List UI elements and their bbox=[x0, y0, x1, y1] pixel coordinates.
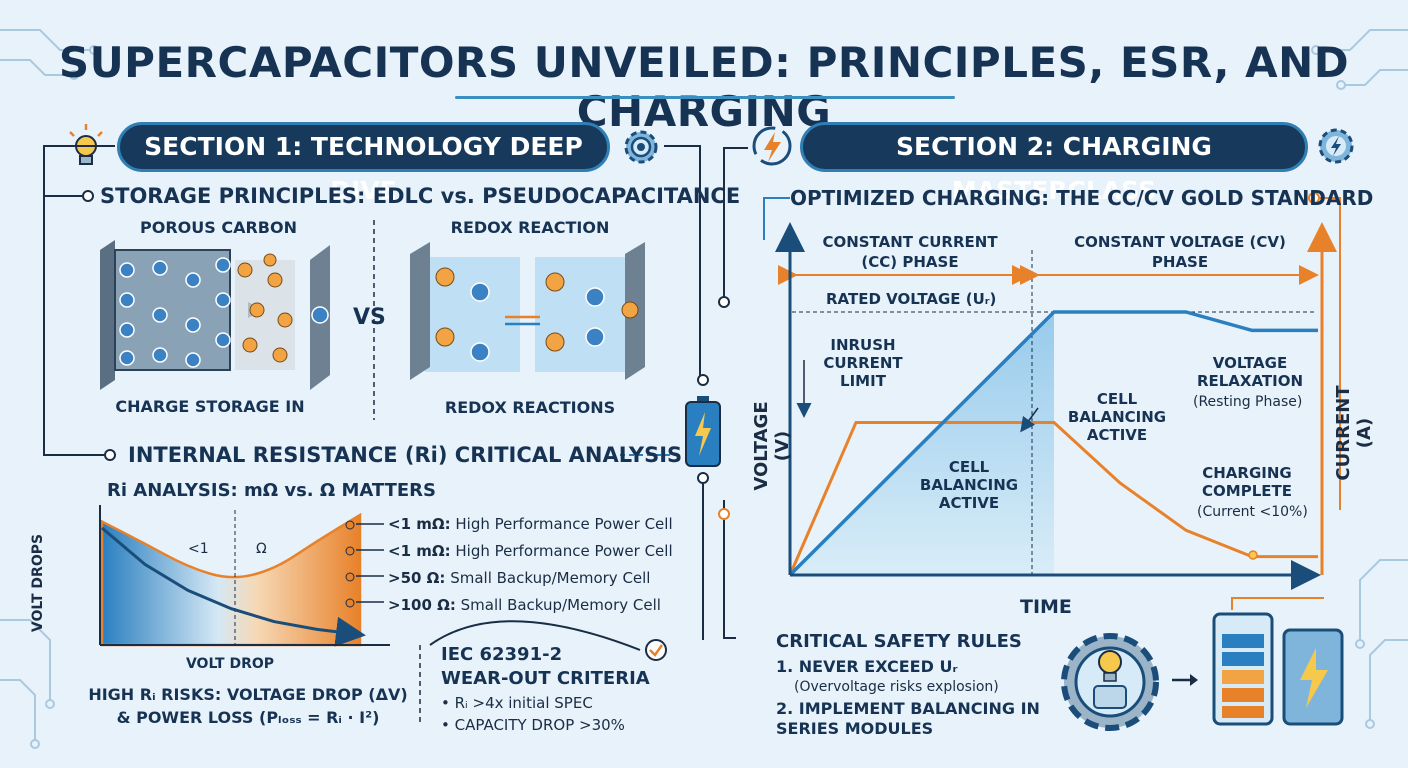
time-axis-label: TIME bbox=[1020, 596, 1072, 618]
chart-ohm-label: Ω bbox=[256, 541, 267, 557]
current-line bbox=[788, 420, 1318, 576]
section2-connectors bbox=[718, 147, 1341, 639]
section2-pill: SECTION 2: CHARGING MASTERCLASS bbox=[800, 122, 1308, 205]
page-title: SUPERCAPACITORS UNVEILED: PRINCIPLES, ES… bbox=[58, 38, 1350, 136]
rule-1: 1. NEVER EXCEED Uᵣ bbox=[776, 657, 958, 676]
legend-row: >100 Ω: Small Backup/Memory Cell bbox=[388, 596, 661, 614]
edlc-illustration bbox=[100, 240, 330, 390]
cc-phase-label: CONSTANT CURRENT(CC) PHASE bbox=[822, 233, 998, 271]
legend-row: >50 Ω: Small Backup/Memory Cell bbox=[388, 569, 651, 587]
risks-line2: & POWER LOSS (Pₗₒₛₛ = Rᵢ · I²) bbox=[116, 708, 380, 727]
ri-heading: INTERNAL RESISTANCE (Ri) CRITICAL ANALYS… bbox=[128, 443, 683, 467]
voltage-axis-label: VOLTAGE (V) bbox=[751, 401, 793, 491]
gear-lightning-icon bbox=[1318, 128, 1354, 164]
section1-connectors bbox=[43, 145, 701, 461]
storage-heading: STORAGE PRINCIPLES: EDLC vs. PSEUDOCAPAC… bbox=[100, 184, 741, 208]
cccv-heading: OPTIMIZED CHARGING: THE CC/CV GOLD STAND… bbox=[790, 186, 1374, 210]
gear-icon bbox=[624, 130, 658, 164]
rule-1-note: (Overvoltage risks explosion) bbox=[794, 679, 999, 695]
legend-row: <1 mΩ: High Performance Power Cell bbox=[388, 542, 673, 560]
rated-voltage-label: RATED VOLTAGE (Uᵣ) bbox=[826, 290, 997, 308]
iec-title: IEC 62391-2 bbox=[441, 644, 563, 665]
safety-title: CRITICAL SAFETY RULES bbox=[776, 631, 1022, 652]
cv-phase-label: CONSTANT VOLTAGE (CV)PHASE bbox=[1074, 233, 1286, 271]
iec-item: • CAPACITY DROP >30% bbox=[441, 716, 625, 734]
cccv-chart bbox=[775, 222, 1337, 590]
redox-reactions-label: REDOX REACTIONS bbox=[444, 398, 616, 417]
legend-arrows bbox=[356, 523, 384, 603]
charge-storage-label: CHARGE STORAGE IN bbox=[115, 397, 305, 416]
gear-lightbulb-icon bbox=[1061, 633, 1159, 731]
current-axis-label: CURRENT (A) bbox=[1333, 385, 1375, 481]
vs-label: VS bbox=[353, 305, 386, 330]
ri-chart: <1 Ω bbox=[99, 505, 390, 647]
battery-module-icon bbox=[1212, 597, 1344, 726]
ri-chart-ylabel: VOLT DROPS bbox=[30, 533, 46, 633]
ri-area bbox=[100, 512, 362, 647]
resting-phase-label: (Resting Phase) bbox=[1193, 394, 1303, 410]
refresh-lightning-icon bbox=[752, 126, 792, 166]
title-underline bbox=[455, 96, 955, 99]
chart-lt1-label: <1 bbox=[188, 541, 209, 557]
ri-line bbox=[101, 526, 366, 647]
section1-pill: SECTION 1: TECHNOLOGY DEEP DIVE bbox=[117, 122, 610, 205]
battery-icon bbox=[685, 396, 721, 467]
center-connectors bbox=[697, 374, 709, 640]
legend-row: <1 mΩ: High Performance Power Cell bbox=[388, 515, 673, 533]
ri-sub-heading: Ri ANALYSIS: mΩ vs. Ω MATTERS bbox=[107, 480, 436, 501]
arrow-icon bbox=[1172, 674, 1198, 686]
voltage-line bbox=[788, 310, 1318, 577]
redox-illustration bbox=[410, 242, 645, 380]
iec-connector bbox=[419, 620, 667, 725]
risks-line1: HIGH Rᵢ RISKS: VOLTAGE DROP (ΔV) bbox=[88, 685, 408, 704]
iec-subtitle: WEAR-OUT CRITERIA bbox=[441, 668, 650, 689]
current-lt10-label: (Current <10%) bbox=[1197, 504, 1308, 520]
iec-item: • Rᵢ >4x initial SPEC bbox=[441, 694, 593, 712]
divider-line bbox=[373, 220, 375, 420]
porous-carbon-label: POROUS CARBON bbox=[140, 218, 297, 237]
redox-reaction-label: REDOX REACTION bbox=[450, 218, 610, 237]
ri-chart-xlabel: VOLT DROP bbox=[185, 656, 275, 672]
